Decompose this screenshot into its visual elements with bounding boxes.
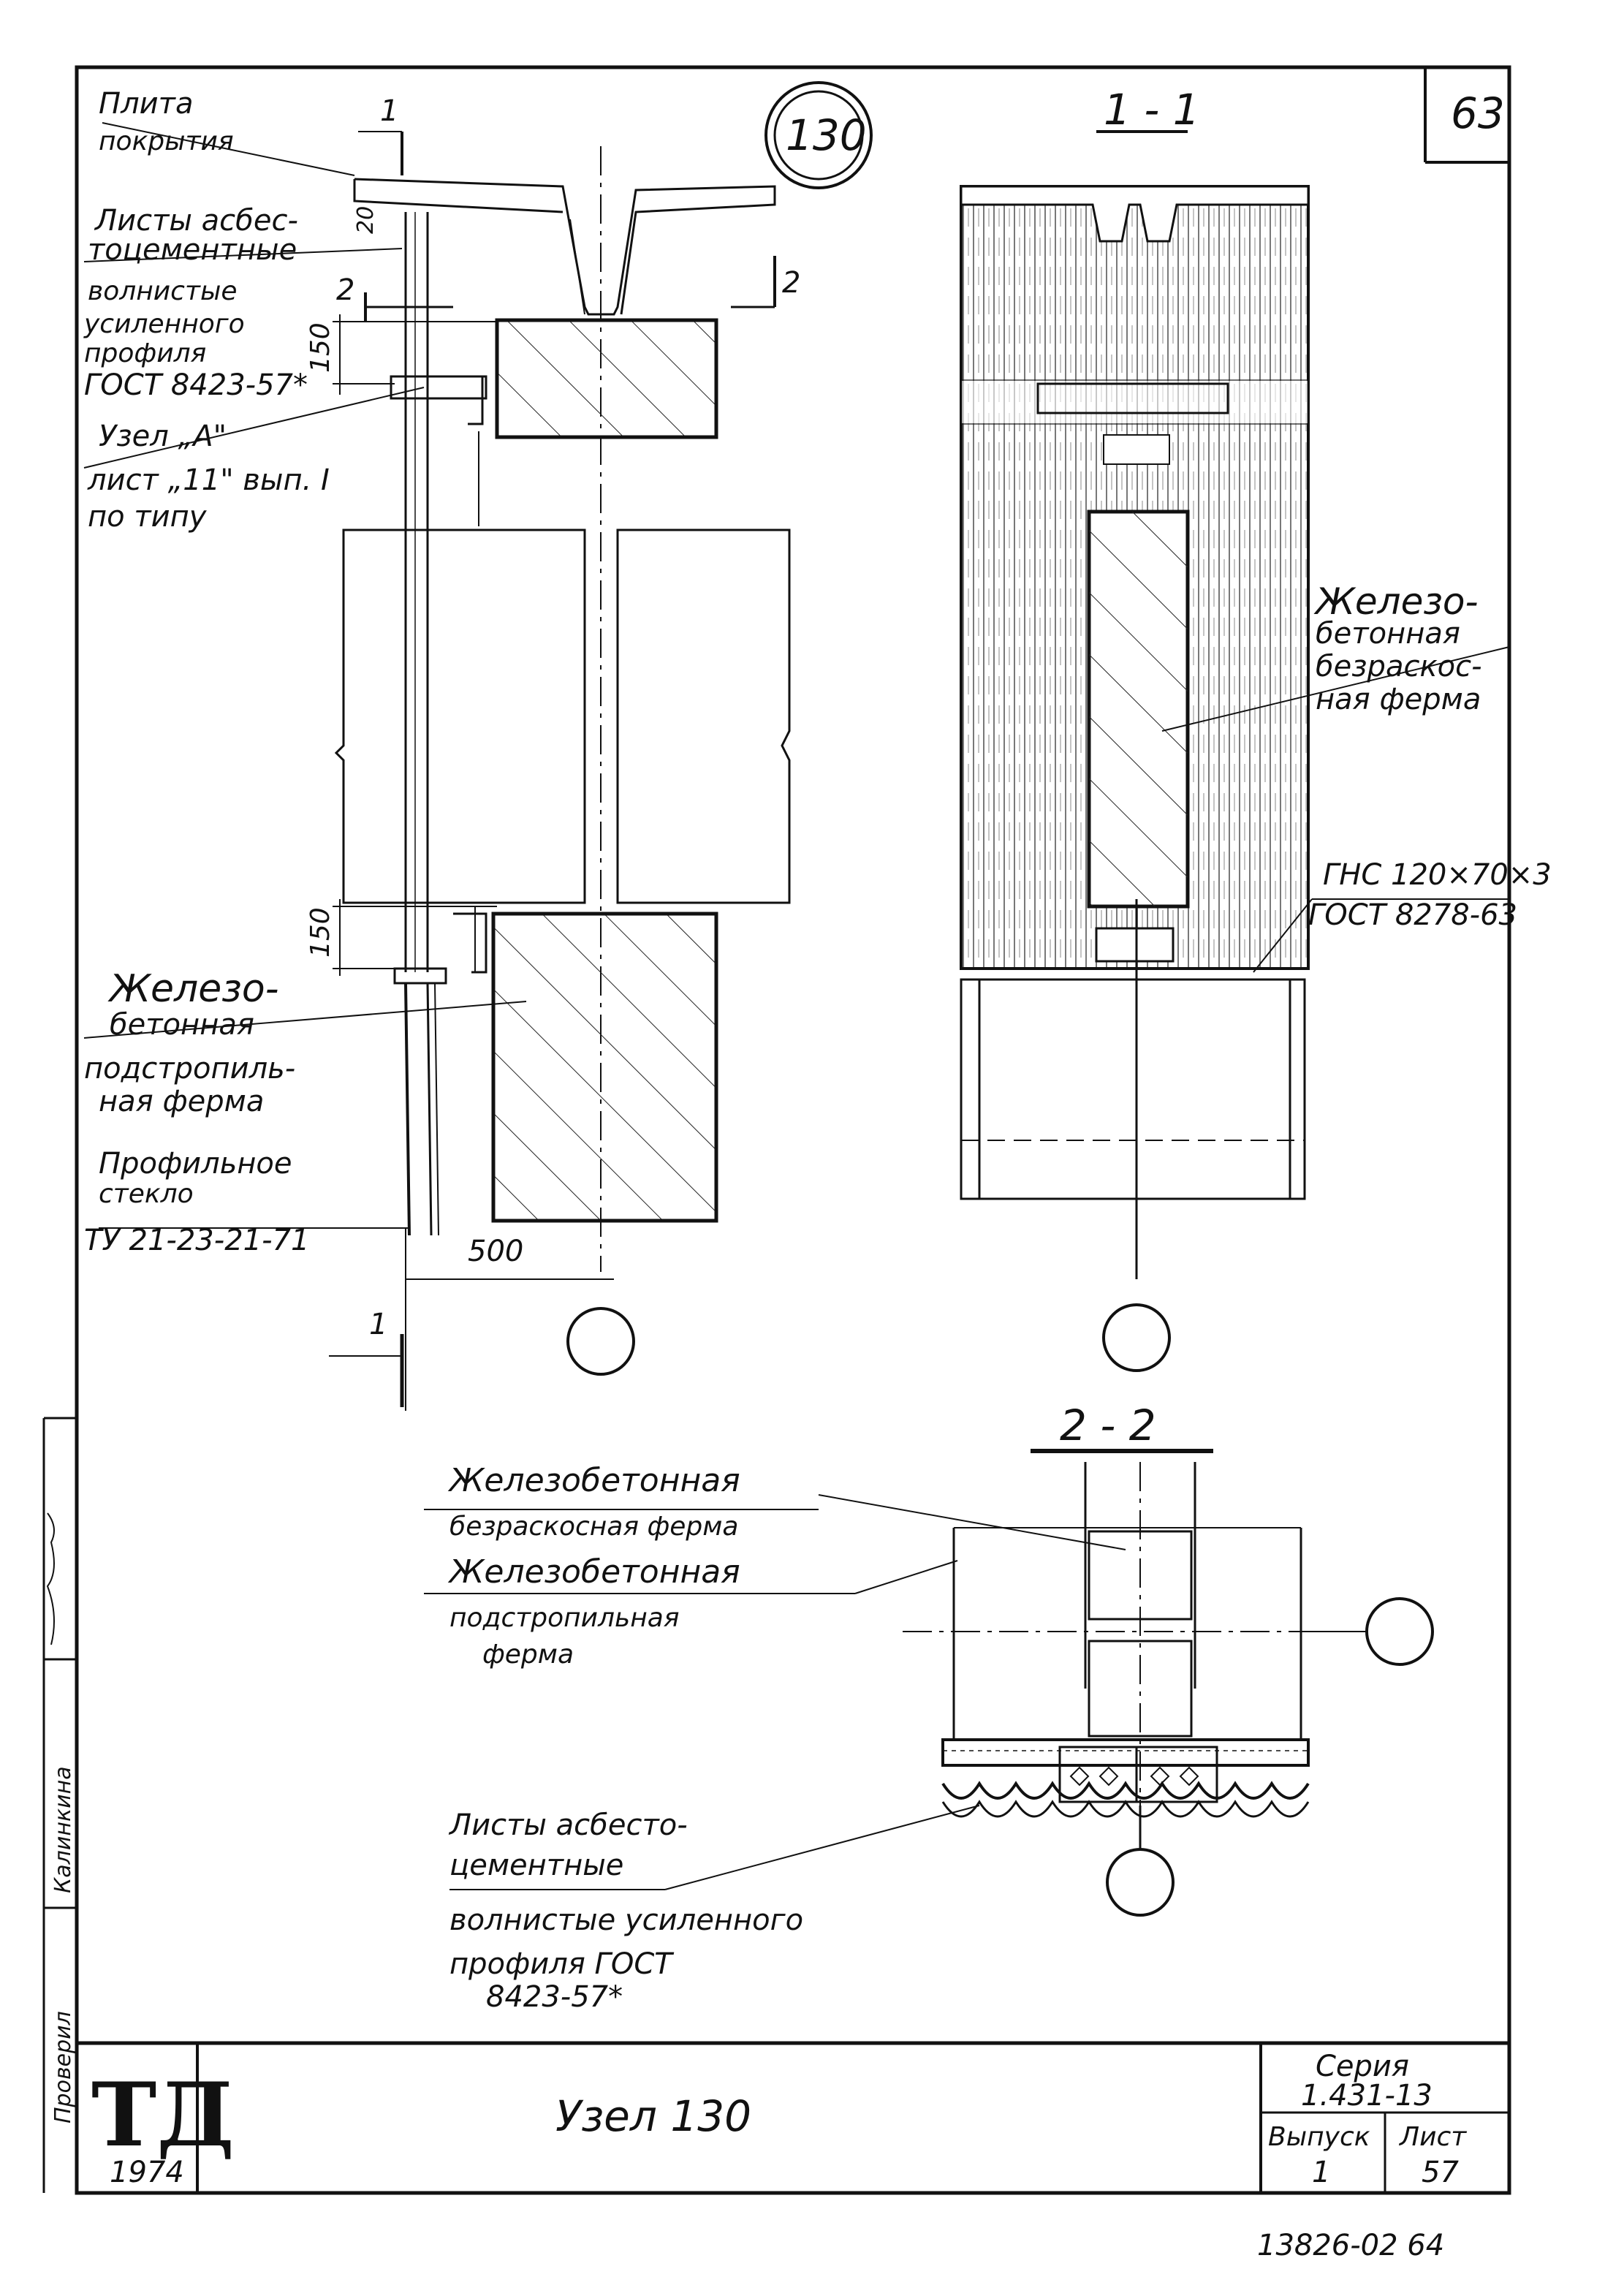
issue-label: Выпуск (1268, 2122, 1370, 2152)
cut-mark-right: 2 (782, 266, 800, 300)
title-year: 1974 (110, 2156, 184, 2189)
elevation-columns (334, 528, 791, 972)
label-22-asbestos-4: профиля ГОСТ (449, 1947, 675, 1981)
label-asbestos-2: тоцементные (88, 233, 297, 267)
section-1-1-view (960, 130, 1310, 1372)
section-1-1-labels: 1 - 1 Железо- бетонная безраскос- ная фе… (1104, 85, 1552, 932)
section-mark-top: 1 (380, 94, 398, 128)
node-number: 130 (786, 110, 867, 160)
elevation-leaders (83, 122, 527, 1229)
page-number: 63 (1451, 88, 1505, 138)
axis-bubble-1-1 (1102, 1303, 1171, 1372)
section-1-1-title: 1 - 1 (1104, 85, 1200, 134)
section-2-2-leaders (424, 1494, 1126, 1890)
bottom-code: 13826-02 64 (1257, 2229, 1444, 2262)
series-value: 1.431-13 (1301, 2079, 1433, 2113)
label-node-a-3: по типу (88, 500, 208, 534)
axis-bubble-2-2-right (1365, 1597, 1434, 1666)
label-22-asbestos-1: Листы асбесто- (448, 1808, 688, 1842)
sheet-frame (75, 65, 1511, 2195)
label-node-a-1: Узел „А" (99, 420, 227, 453)
dimension-500 (405, 1228, 614, 1411)
axis-bubble-2-2-bottom (1106, 1848, 1175, 1917)
label-22-asbestos-2: цементные (449, 1849, 623, 1882)
section-marker-bottom (329, 1334, 404, 1407)
label-asbestos-3: волнистые (88, 276, 238, 306)
title-block (77, 2041, 1509, 2193)
stamp-name: Калинкина (50, 1766, 76, 1893)
label-gns-1: ГНС 120×70×3 (1323, 858, 1552, 892)
section-2-2-view (903, 1449, 1367, 1849)
label-rc-subtruss-4: ная ферма (99, 1085, 264, 1118)
drawing-title: Узел 130 (555, 2091, 751, 2141)
label-22-asbestos-5: 8423-57* (486, 1980, 623, 2014)
label-profile-glass-1: Профильное (99, 1147, 292, 1181)
logo-td: ТД (91, 2064, 235, 2167)
label-asbestos-6: ГОСТ 8423-57* (84, 368, 308, 402)
section-2-2-title: 2 - 2 (1060, 1401, 1156, 1450)
series-label: Серия (1316, 2050, 1409, 2083)
section-2-2-labels: 2 - 2 Железобетонная безраскосная ферма … (447, 1401, 1156, 2014)
axis-bubble-elevation (566, 1307, 635, 1376)
lower-concrete-block (491, 912, 718, 1223)
side-stamp (42, 1417, 77, 2193)
section-1-1-leaders (1161, 646, 1510, 973)
elevation-labels: Плита покрытия Листы асбес- тоцементные … (83, 87, 800, 1341)
label-asbestos-1: Листы асбес- (94, 204, 298, 238)
label-22-rc-subtruss-2: подстропильная (449, 1603, 680, 1633)
label-asbestos-5: профиля (84, 338, 206, 368)
label-22-asbestos-3: волнистые усиленного (449, 1903, 803, 1937)
label-profile-glass-2: стекло (99, 1179, 194, 1209)
label-node-a-2: лист „11" вып. I (87, 463, 330, 497)
label-asbestos-4: усиленного (83, 309, 245, 339)
stamp-checked: Проверил (50, 2011, 76, 2123)
label-22-rc-truss-1: Железобетонная (447, 1462, 740, 1499)
dimension-500-text: 500 (468, 1235, 523, 1268)
section-mark-bottom: 1 (369, 1308, 387, 1341)
label-22-rc-truss-2: безраскосная ферма (449, 1512, 738, 1542)
node-circle (764, 81, 873, 189)
label-profile-glass-3: ТУ 21-23-21-71 (84, 1224, 309, 1257)
label-rc-truss-2: бетонная (1316, 617, 1460, 651)
label-gns-2: ГОСТ 8278-63 (1308, 898, 1517, 932)
dimension-150-bottom-text: 150 (306, 907, 335, 958)
label-roof-slab-2: покрытия (99, 126, 234, 156)
dimension-150-lower (333, 899, 497, 985)
sheet-label: Лист (1398, 2122, 1467, 2152)
upper-concrete-block (495, 318, 718, 439)
label-rc-truss-4: ная ферма (1316, 683, 1481, 716)
label-rc-subtruss-1: Железо- (107, 967, 278, 1011)
label-rc-subtruss-2: бетонная (110, 1008, 254, 1042)
label-22-rc-subtruss-3: ферма (482, 1640, 574, 1670)
issue-value: 1 (1312, 2156, 1330, 2189)
dimension-20-text: 20 (353, 206, 379, 234)
sheet-value: 57 (1422, 2156, 1459, 2189)
label-roof-slab-1: Плита (99, 87, 193, 121)
dimension-150-top-text: 150 (306, 322, 335, 373)
cut-mark-left: 2 (336, 273, 354, 307)
label-rc-subtruss-3: подстропиль- (84, 1052, 295, 1086)
label-22-rc-subtruss-1: Железобетонная (447, 1553, 740, 1591)
label-rc-truss-1: Железо- (1313, 580, 1479, 623)
label-rc-truss-3: безраскос- (1316, 650, 1482, 683)
profile-glass-bottom (404, 982, 439, 1236)
